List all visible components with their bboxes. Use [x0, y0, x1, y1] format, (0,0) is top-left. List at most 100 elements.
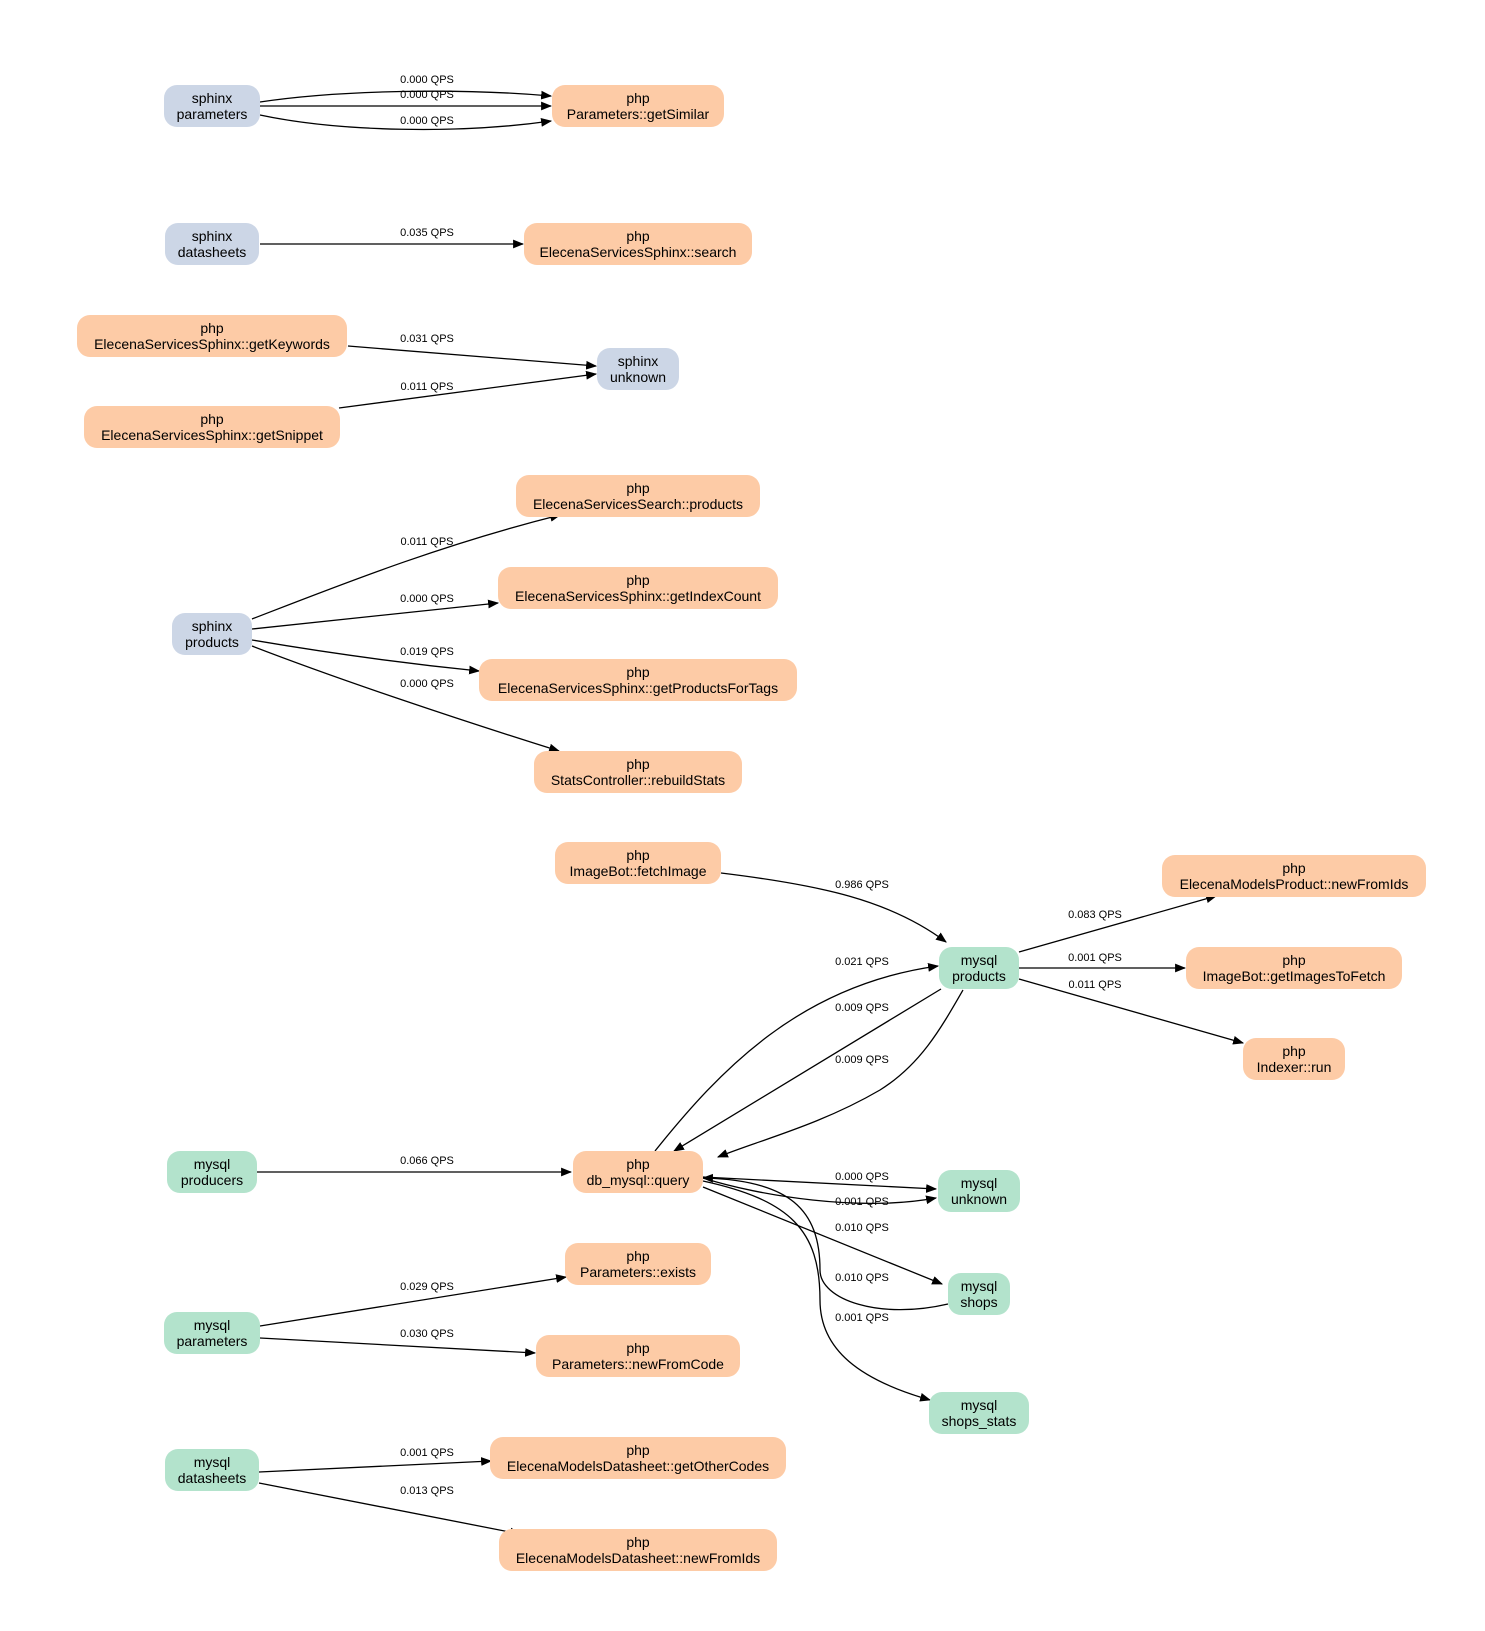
php-node-box	[534, 751, 742, 793]
node-type-label: mysql	[194, 1317, 231, 1333]
edge-mysql-products-to-php-db-query: 0.009 QPS	[716, 989, 964, 1158]
node-name-label: unknown	[610, 369, 666, 385]
node-name-label: products	[952, 968, 1006, 984]
edge-sphinx-products-to-php-getProductsForTags: 0.019 QPS	[251, 639, 481, 675]
node-type-label: php	[626, 572, 650, 588]
edge-sphinx-products-to-php-search-products: 0.011 QPS	[251, 513, 562, 620]
edge-php-db-query-to-mysql-unknown: 0.000 QPS	[702, 1171, 938, 1193]
edge-mysql-products-to-php-getImagesToFetch: 0.001 QPS	[1019, 952, 1187, 973]
edge-arrow	[720, 872, 947, 943]
edge-sphinx-parameters-to-php-getSimilar: 0.000 QPS	[260, 89, 553, 111]
node-type-label: php	[200, 411, 224, 427]
edge-qps-label: 0.001 QPS	[400, 1447, 454, 1459]
edge-arrow	[338, 370, 598, 409]
edge-qps-label: 0.000 QPS	[400, 115, 454, 127]
node-name-label: ImageBot::getImagesToFetch	[1203, 968, 1386, 984]
mysql-node-box	[165, 1449, 259, 1491]
edge-mysql-products-to-php-indexer-run: 0.011 QPS	[1018, 978, 1245, 1045]
php-node-box	[499, 1529, 777, 1571]
node-type-label: mysql	[961, 1278, 998, 1294]
edge-qps-label: 0.030 QPS	[400, 1328, 454, 1340]
edge-arrow	[673, 988, 942, 1152]
edge-mysql-parameters-to-php-newFromCode: 0.030 QPS	[259, 1328, 537, 1357]
edge-arrow	[251, 513, 562, 620]
edge-arrow	[259, 114, 553, 131]
php-node-box	[490, 1437, 786, 1479]
node-name-label: ElecenaServicesSphinx::search	[540, 244, 737, 260]
node-name-label: ImageBot::fetchImage	[570, 863, 707, 879]
node-type-label: php	[626, 664, 650, 680]
node-name-label: ElecenaServicesSphinx::getProductsForTag…	[498, 680, 778, 696]
node-name-label: ElecenaServicesSphinx::getSnippet	[101, 427, 323, 443]
node-type-label: php	[1282, 1043, 1306, 1059]
php-node-box	[1243, 1038, 1345, 1080]
node-type-label: sphinx	[618, 353, 658, 369]
edge-arrow	[258, 1482, 522, 1537]
edge-arrow	[702, 1180, 932, 1402]
mysql-node-box	[929, 1392, 1029, 1434]
node-type-label: php	[626, 90, 650, 106]
edge-qps-label: 0.021 QPS	[835, 956, 889, 968]
edge-mysql-parameters-to-php-parameters-exists: 0.029 QPS	[259, 1274, 568, 1327]
mysql-node-box	[938, 1170, 1020, 1212]
node-name-label: Parameters::getSimilar	[567, 106, 710, 122]
edge-arrow	[251, 645, 561, 753]
node-type-label: mysql	[961, 1175, 998, 1191]
node-name-label: ElecenaModelsDatasheet::newFromIds	[516, 1550, 760, 1566]
node-type-label: mysql	[194, 1156, 231, 1172]
edge-arrow	[259, 90, 553, 103]
php-node-box	[498, 567, 778, 609]
edge-arrow	[1018, 978, 1245, 1045]
php-node-box	[552, 85, 724, 127]
php-node-box	[479, 659, 797, 701]
edge-php-getKeywords-to-sphinx-unknown: 0.031 QPS	[347, 333, 598, 370]
edge-sphinx-parameters-to-php-getSimilar: 0.000 QPS	[259, 114, 553, 131]
edge-qps-label: 0.986 QPS	[835, 879, 889, 891]
edge-qps-label: 0.083 QPS	[1068, 909, 1122, 921]
node-type-label: php	[626, 1156, 650, 1172]
php-node-box	[573, 1151, 703, 1193]
edge-arrow	[259, 1274, 568, 1327]
node-type-label: php	[626, 1340, 650, 1356]
edge-qps-label: 0.013 QPS	[400, 1485, 454, 1497]
edge-arrow	[251, 599, 500, 630]
edge-sphinx-datasheets-to-php-sphinx-search: 0.035 QPS	[260, 227, 525, 249]
node-name-label: Parameters::exists	[580, 1264, 696, 1280]
node-name-label: Indexer::run	[1257, 1059, 1332, 1075]
node-name-label: producers	[181, 1172, 243, 1188]
mysql-node-box	[939, 947, 1019, 989]
edge-qps-label: 0.000 QPS	[835, 1171, 889, 1183]
node-type-label: sphinx	[192, 228, 232, 244]
node-type-label: mysql	[961, 1397, 998, 1413]
node-type-label: php	[626, 1442, 650, 1458]
nodes-layer: sphinxparametersphpParameters::getSimila…	[77, 85, 1426, 1571]
edge-php-getSnippet-to-sphinx-unknown: 0.011 QPS	[338, 370, 598, 409]
edge-arrow	[702, 1177, 938, 1205]
edge-qps-label: 0.066 QPS	[400, 1155, 454, 1167]
edge-mysql-datasheets-to-php-newFromIds-datasheet: 0.013 QPS	[258, 1482, 522, 1537]
node-name-label: ElecenaServicesSearch::products	[533, 496, 743, 512]
node-name-label: parameters	[177, 106, 248, 122]
sphinx-node-box	[165, 223, 259, 265]
edge-php-db-query-to-mysql-shops: 0.010 QPS	[702, 1186, 944, 1285]
node-name-label: ElecenaServicesSphinx::getKeywords	[94, 336, 330, 352]
edge-qps-label: 0.001 QPS	[835, 1196, 889, 1208]
edge-qps-label: 0.011 QPS	[401, 536, 454, 548]
mysql-node-box	[164, 1312, 260, 1354]
edge-arrow	[259, 1337, 537, 1357]
edges-layer: 0.000 QPS 0.000 QPS 0.000 QPS 0.035 QPS 0.03…	[251, 74, 1245, 1537]
